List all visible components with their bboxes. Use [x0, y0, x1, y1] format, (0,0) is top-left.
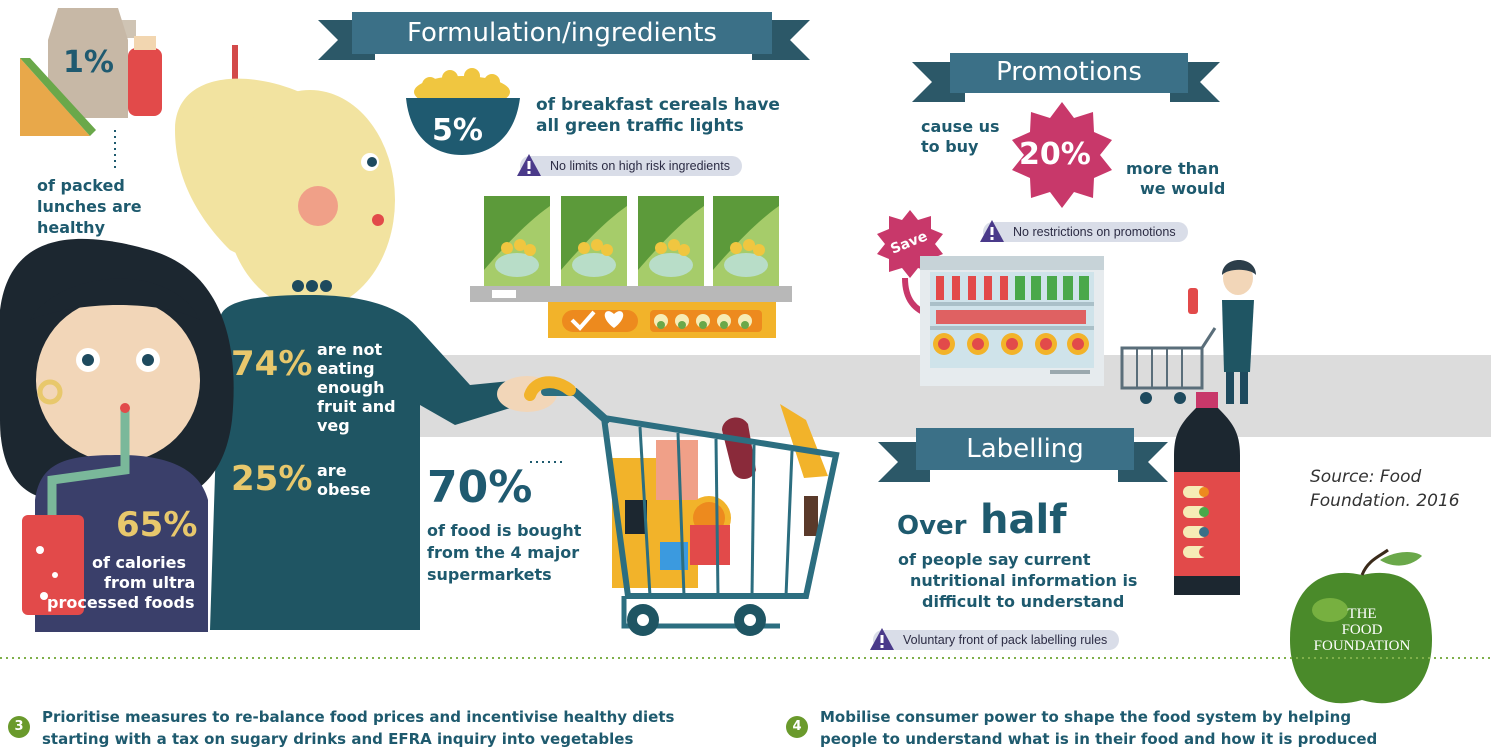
source-line-2: Foundation. 2016: [1310, 491, 1460, 511]
veg-text-4: fruit and: [317, 397, 396, 416]
trolley-illustration: [524, 376, 840, 636]
calories-pct: 65%: [116, 505, 198, 545]
recommendation-3-number: 3: [8, 716, 30, 738]
veg-text-1: are not: [317, 340, 383, 359]
cereal-warning-text: No limits on high risk ingredients: [550, 159, 730, 173]
labelling-over: Over: [897, 511, 967, 541]
obese-text-2: obese: [317, 480, 371, 499]
supermarkets-text-2: from the 4 major: [427, 543, 580, 562]
shopper-illustration: [1120, 260, 1256, 404]
veg-text-2: eating: [317, 359, 375, 378]
logo-line-2: FOOD: [1341, 622, 1383, 638]
recommendation-4-number: 4: [786, 716, 808, 738]
banner-labelling-label: Labelling: [966, 434, 1084, 464]
supermarkets-pct: 70%: [427, 462, 533, 513]
calories-text-1: of calories: [92, 553, 187, 572]
labelling-text-3: difficult to understand: [922, 592, 1125, 611]
promo-lead-1: cause us: [921, 117, 1000, 136]
cereal-bowl-illustration: [406, 68, 520, 155]
cereal-text-1: of breakfast cereals have: [536, 95, 780, 115]
promo-tail-2: we would: [1140, 179, 1226, 198]
calories-text-3: processed foods: [47, 593, 195, 612]
labelling-half: half: [980, 497, 1067, 543]
veg-pct: 74%: [231, 344, 313, 384]
cereal-text-2: all green traffic lights: [536, 116, 744, 136]
woman-blonde-illustration: [175, 45, 557, 630]
cereal-warning: No limits on high risk ingredients: [517, 154, 742, 176]
promo-lead-2: to buy: [921, 137, 979, 156]
labelling-text-2: nutritional information is: [910, 571, 1138, 590]
labelling-warning: Voluntary front of pack labelling rules: [870, 628, 1120, 650]
warning-icon: [980, 220, 1004, 242]
lunch-text-2: lunches are: [37, 197, 142, 216]
lunch-bag-illustration: [20, 8, 162, 172]
banner-labelling: [878, 428, 1168, 482]
veg-text-5: veg: [317, 416, 350, 435]
promo-pct: 20%: [1019, 137, 1091, 172]
lunch-text-1: of packed: [37, 176, 125, 195]
promo-tail-1: more than: [1126, 159, 1220, 178]
banner-formulation: [318, 12, 810, 60]
promo-fridge-illustration: [877, 210, 1104, 386]
promo-badge: [1012, 102, 1112, 208]
labelling-text-1: of people say current: [898, 550, 1091, 569]
supermarkets-text-3: supermarkets: [427, 565, 552, 584]
warning-icon: [870, 628, 894, 650]
labelling-warning-text: Voluntary front of pack labelling rules: [903, 633, 1108, 647]
lunch-pct: 1%: [63, 45, 114, 80]
source-line-1: Source: Food: [1310, 467, 1422, 487]
warning-icon: [517, 154, 541, 176]
banner-promotions: [912, 53, 1220, 102]
recommendation-4-line-1: Mobilise consumer power to shape the foo…: [820, 708, 1352, 726]
recommendation-4-line-2: people to understand what is in their fo…: [820, 730, 1378, 748]
obese-text-1: are: [317, 461, 347, 480]
logo-line-3: FOUNDATION: [1313, 638, 1411, 654]
banner-promotions-label: Promotions: [996, 57, 1142, 87]
recommendation-3-line-1: Prioritise measures to re-balance food p…: [42, 708, 675, 726]
supermarkets-text-1: of food is bought: [427, 521, 582, 540]
cola-bottle-illustration: [1174, 392, 1240, 595]
food-foundation-logo: [1290, 548, 1432, 704]
logo-line-1: THE: [1347, 606, 1377, 622]
recommendation-3-line-2: starting with a tax on sugary drinks and…: [42, 730, 634, 748]
calories-text-2: from ultra: [104, 573, 196, 592]
veg-text-3: enough: [317, 378, 385, 397]
cereal-pct: 5%: [432, 113, 483, 148]
obese-pct: 25%: [231, 459, 313, 499]
woman-dark-illustration: [0, 238, 234, 632]
banner-formulation-label: Formulation/ingredients: [407, 18, 717, 48]
lunch-text-3: healthy: [37, 218, 105, 237]
promo-warning-text: No restrictions on promotions: [1013, 225, 1176, 239]
cereal-shelf-illustration: [470, 196, 792, 338]
promo-warning: No restrictions on promotions: [980, 220, 1188, 242]
